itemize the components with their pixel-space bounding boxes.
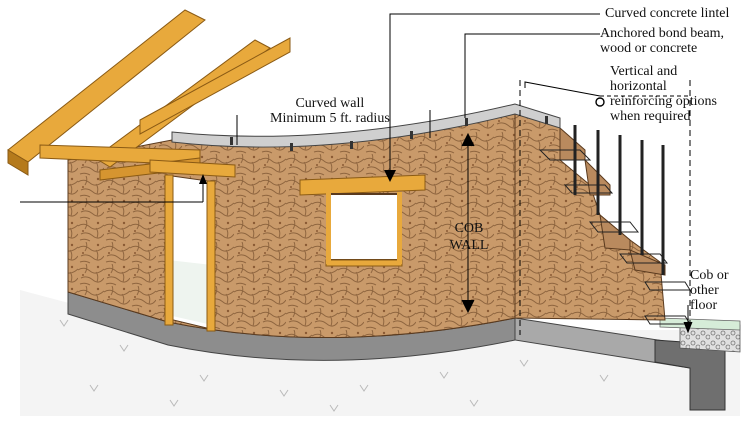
label-reinforcing-line-2: horizontal <box>610 79 667 94</box>
label-floor-line-2: other <box>690 283 719 298</box>
label-cob-wall: COB WALL <box>444 220 494 254</box>
label-cob-floor: Cob or other floor <box>690 268 729 313</box>
label-anchored-bond-beam: Anchored bond beam, wood or concrete <box>600 26 724 56</box>
bond-beam-anchors <box>230 116 548 151</box>
label-reinforcing-options: Vertical and horizontal reinforcing opti… <box>610 64 717 124</box>
label-curved-wall-line-2: Minimum 5 ft. radius <box>270 111 390 126</box>
label-floor-line-1: Cob or <box>690 268 729 283</box>
label-reinforcing-line-3: reinforcing options <box>610 94 717 109</box>
rebar-verticals <box>573 125 665 275</box>
label-reinforcing-line-1: Vertical and <box>610 64 678 79</box>
leader-lines <box>20 13 693 335</box>
label-cob-wall-line-2: WALL <box>449 238 489 253</box>
bond-beam <box>171 103 561 148</box>
label-floor-line-3: floor <box>690 298 718 313</box>
label-curved-wall: Curved wall Minimum 5 ft. radius <box>270 96 390 126</box>
door-arrowhead <box>199 174 207 184</box>
label-bond-beam-line-1: Anchored bond beam, <box>600 26 725 41</box>
roof-framing <box>7 9 291 181</box>
window-opening <box>299 174 426 267</box>
lintel-arrowhead <box>384 170 396 182</box>
label-curved-wall-line-1: Curved wall <box>295 96 365 111</box>
rebar-mesh <box>538 149 691 325</box>
reinforcing-callout-dot <box>595 97 605 107</box>
label-bond-beam-line-2: wood or concrete <box>600 41 698 56</box>
label-cob-wall-line-1: COB <box>454 221 484 236</box>
door-opening <box>149 159 236 332</box>
label-reinforcing-line-4: when required <box>610 109 691 124</box>
label-curved-concrete-lintel: Curved concrete lintel <box>605 6 730 21</box>
